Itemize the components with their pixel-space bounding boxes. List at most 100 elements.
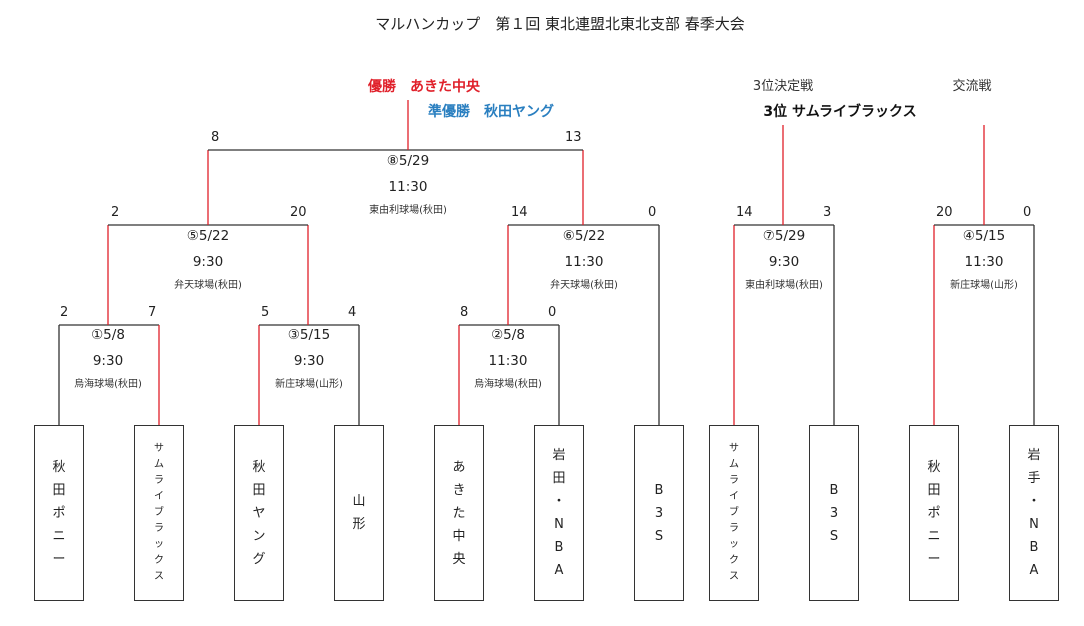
team-name-char: 田 (927, 482, 941, 498)
score-right: 4 (348, 305, 357, 320)
team-name-char: 岩 (552, 448, 566, 463)
third-place-text: 3位 サムライブラックス (763, 104, 917, 120)
score-right: 20 (290, 205, 307, 220)
score-right: 0 (548, 305, 557, 320)
score-left: 8 (211, 130, 220, 145)
team-name-char: ム (729, 459, 739, 470)
third-place-game-label: 3位決定戦 (752, 79, 814, 94)
match-time: 11:30 (488, 353, 528, 369)
team-name-char: S (654, 528, 664, 544)
team-box: あ き た 中 央 (434, 425, 484, 601)
team-box: 岩 手 ・ N B A (1009, 425, 1059, 601)
team-name-char: ラ (729, 523, 739, 534)
team-name-char: た (452, 505, 466, 521)
score-right: 13 (565, 130, 582, 145)
team-name-char: A (1029, 563, 1039, 578)
team-name-char: N (554, 517, 564, 532)
team-box: サ ム ラ イ ブ ラ ッ ク ス (134, 425, 184, 601)
score-left: 8 (460, 305, 469, 320)
team-name-char: グ (252, 551, 266, 567)
team-name-char: サ (729, 443, 739, 454)
match-number: ⑤5/22 (186, 228, 230, 244)
team-name-char: S (829, 528, 839, 544)
team-name-char: B (829, 482, 839, 498)
team-name-char: 秋 (52, 459, 66, 475)
match-venue: 新庄球場(山形) (950, 280, 1018, 291)
score-left: 14 (511, 205, 528, 220)
team-name-char: ニ (927, 528, 941, 544)
match-time: 9:30 (768, 254, 800, 270)
match-venue: 弁天球場(秋田) (174, 280, 242, 291)
team-name-char: 秋 (927, 459, 941, 475)
team-name-char: B (654, 482, 664, 498)
team-name-char: イ (154, 491, 164, 502)
team-name-char: A (554, 563, 564, 578)
match-number: ⑥5/22 (562, 228, 606, 244)
match-venue: 東由利球場(秋田) (369, 205, 447, 216)
team-name-char: 形 (352, 517, 366, 532)
score-right: 0 (1023, 205, 1032, 220)
match-time: 9:30 (92, 353, 124, 369)
match-venue: 烏海球場(秋田) (474, 379, 542, 390)
page-title: マルハンカップ 第１回 東北連盟北東北支部 春季大会 (375, 15, 745, 33)
match-number: ①5/8 (91, 327, 125, 343)
team-box: サ ム ラ イ ブ ラ ッ ク ス (709, 425, 759, 601)
score-left: 20 (936, 205, 953, 220)
team-name-char: B (554, 540, 564, 555)
team-name-char: ヤ (252, 505, 266, 521)
match-time: 11:30 (388, 179, 428, 195)
match-venue: 東由利球場(秋田) (745, 280, 823, 291)
match-time: 9:30 (293, 353, 325, 369)
match-number: ④5/15 (962, 228, 1006, 244)
team-name-char: 3 (829, 505, 839, 521)
exchange-game-label: 交流戦 (952, 79, 992, 94)
team-name-char: ク (729, 555, 739, 566)
score-right: 0 (648, 205, 657, 220)
team-box: B 3 S (634, 425, 684, 601)
score-right: 7 (148, 305, 157, 320)
match-venue: 烏海球場(秋田) (74, 379, 142, 390)
team-name-char: ブ (729, 507, 739, 518)
team-name-char: ク (154, 555, 164, 566)
team-name-char: ラ (154, 475, 164, 486)
match-time: 11:30 (964, 254, 1004, 270)
champion-text: 優勝 あきた中央 (368, 79, 480, 95)
team-name-char: ポ (927, 505, 941, 521)
match-time: 9:30 (192, 254, 224, 270)
team-name-char: 3 (654, 505, 664, 521)
team-name-char: 央 (452, 551, 466, 567)
team-name-char: ー (52, 551, 66, 567)
team-box: 山 形 (334, 425, 384, 601)
team-name-char: ム (154, 459, 164, 470)
team-name-char: サ (154, 443, 164, 454)
team-box: 秋 田 ヤ ン グ (234, 425, 284, 601)
runner-up-text: 準優勝 秋田ヤング (428, 104, 554, 120)
team-name-char: き (452, 482, 466, 498)
team-box: 秋 田 ポ ニ ー (909, 425, 959, 601)
team-box: B 3 S (809, 425, 859, 601)
team-name-char: 岩 (1027, 448, 1041, 463)
team-name-char: 中 (452, 528, 466, 544)
team-name-char: あ (452, 459, 466, 475)
team-box: 秋 田 ポ ニ ー (34, 425, 84, 601)
score-left: 2 (60, 305, 69, 320)
team-name-char: ブ (154, 507, 164, 518)
team-name-char: ・ (552, 494, 566, 509)
team-name-char: 秋 (252, 459, 266, 475)
team-name-char: 田 (52, 482, 66, 498)
score-left: 5 (261, 305, 270, 320)
team-name-char: ス (729, 571, 739, 582)
team-name-char: ス (154, 571, 164, 582)
score-right: 3 (823, 205, 832, 220)
team-name-char: ン (252, 528, 266, 544)
team-name-char: ラ (729, 475, 739, 486)
team-name-char: 手 (1027, 471, 1041, 486)
match-number: ③5/15 (287, 327, 331, 343)
team-name-char: ・ (1027, 494, 1041, 509)
score-left: 2 (111, 205, 120, 220)
match-number: ⑧5/29 (386, 153, 430, 169)
match-number: ⑦5/29 (762, 228, 806, 244)
team-name-char: N (1029, 517, 1039, 532)
